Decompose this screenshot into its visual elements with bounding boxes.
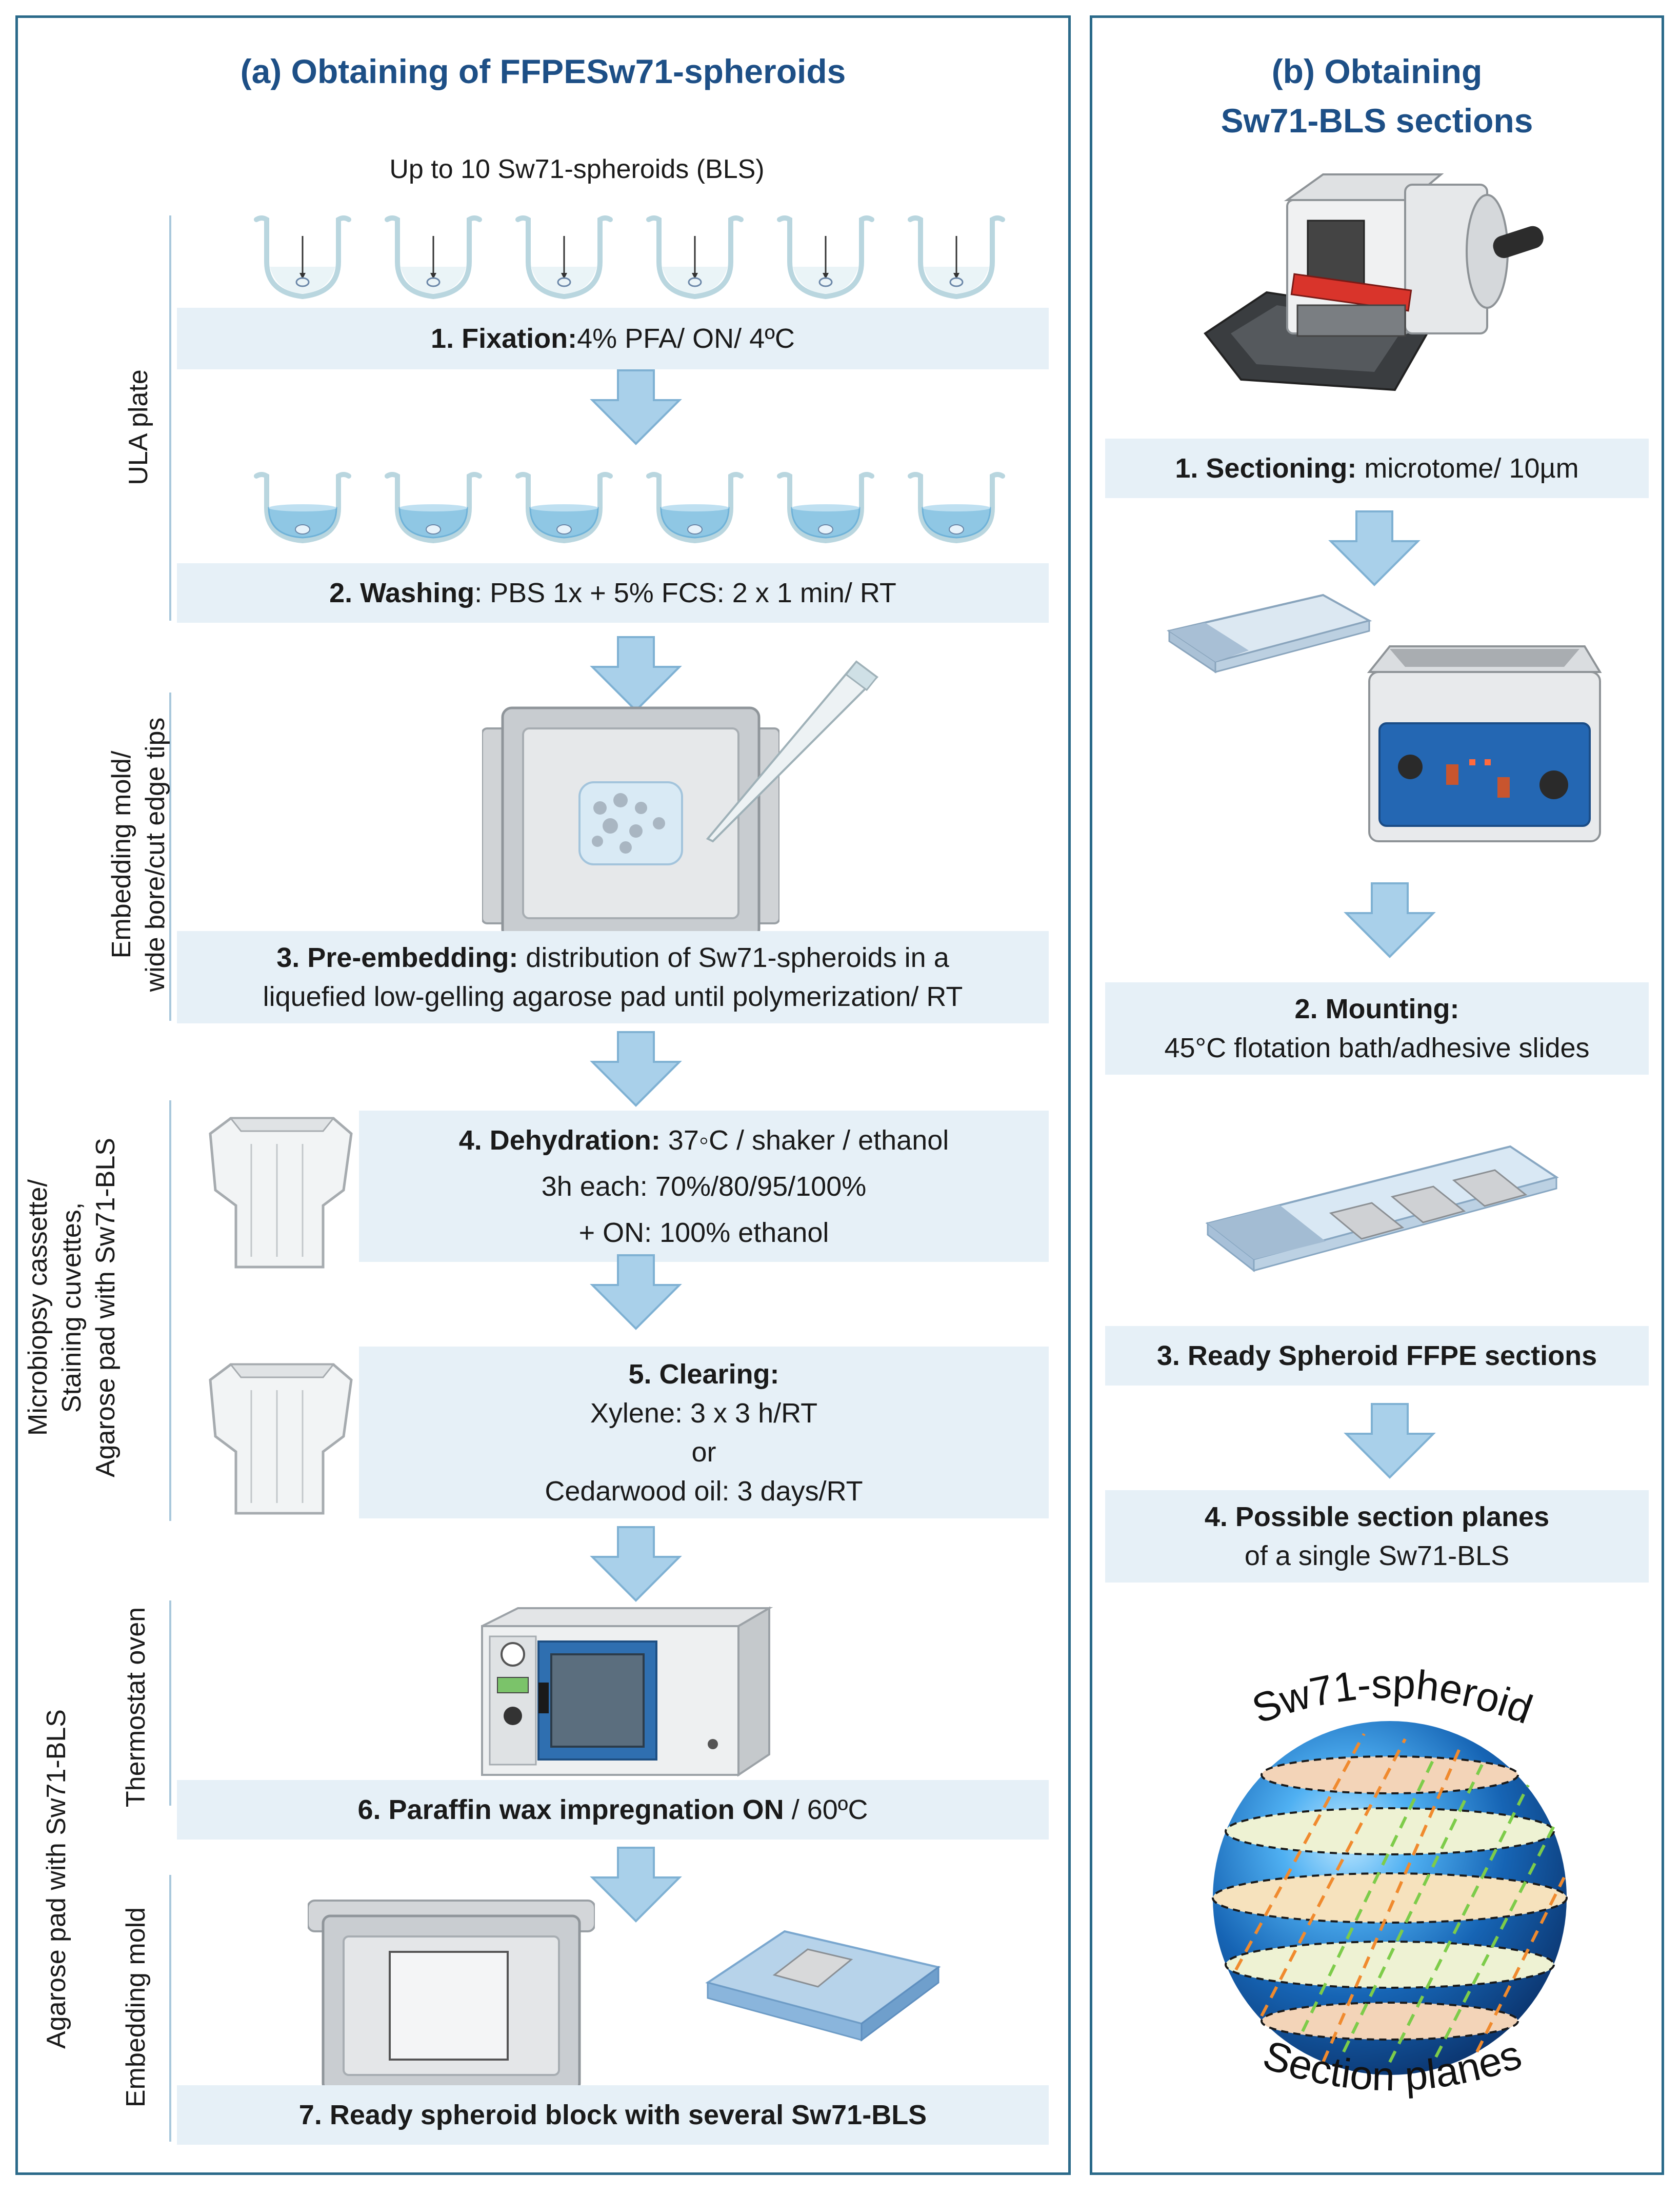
down-arrow-icon [590, 1526, 682, 1602]
down-arrow-icon [1344, 1403, 1436, 1479]
paraffin-block-icon [705, 1930, 941, 2042]
step-a1-fixation: 1. Fixation:4% PFA/ ON/ 4ºC [177, 308, 1049, 369]
step-b4-section-planes: 4. Possible section planes of a single S… [1105, 1490, 1649, 1583]
step-a7-ready-block: 7. Ready spheroid block with several Sw7… [177, 2085, 1049, 2145]
slide-icon [1205, 1145, 1559, 1273]
top-caption: Up to 10 Sw71-spheroids (BLS) [389, 154, 765, 184]
group-line-oven [169, 1600, 171, 1806]
slide-icon [1167, 594, 1372, 674]
down-arrow-icon [1344, 882, 1436, 958]
ula-wells-washing [251, 472, 1021, 549]
side-label-ula: ULA plate [124, 369, 153, 485]
step-a2-washing: 2. Washing: PBS 1x + 5% FCS: 2 x 1 min/ … [177, 563, 1049, 623]
microtome-icon [1204, 173, 1544, 391]
down-arrow-icon [590, 1847, 682, 1923]
ula-wells-fixation [251, 215, 1021, 305]
panel-b-title-line2: Sw71-BLS sections [1221, 102, 1533, 140]
sphere-icon: Sw71-spheroid Section planes [1212, 1661, 1568, 2099]
step-b2-mounting: 2. Mounting: 45°C flotation bath/adhesiv… [1105, 982, 1649, 1075]
side-label-mold: Embedding mold/ wide bore/cut edge tips [107, 717, 170, 992]
side-label-embedding: Embedding mold [121, 1907, 151, 2108]
cuvette-icon [209, 1363, 353, 1515]
side-label-oven: Thermostat oven [121, 1607, 151, 1808]
step-a6-paraffin: 6. Paraffin wax impregnation ON / 60ºC [177, 1780, 1049, 1840]
down-arrow-icon [1328, 510, 1421, 586]
group-line-emb [169, 1875, 171, 2142]
group-line-ula [169, 215, 171, 621]
cuvette-icon [209, 1117, 353, 1269]
group-line-cassette [169, 1100, 171, 1521]
down-arrow-icon [590, 1031, 682, 1107]
pipette-icon [706, 660, 879, 843]
panel-a-title: (a) Obtaining of FFPESw71-spheroids [240, 52, 846, 90]
down-arrow-icon [590, 1254, 682, 1330]
embedding-mold-icon [308, 1900, 595, 2092]
step-a3-pre-embedding: 3. Pre-embedding: distribution of Sw71-s… [177, 931, 1049, 1023]
side-label-cassette: Microbiopsy cassette/ Staining cuvettes,… [23, 1138, 121, 1477]
down-arrow-icon [590, 369, 682, 445]
group-line-mold [169, 693, 171, 1021]
water-bath-icon [1367, 645, 1602, 842]
side-label-agarose: Agarose pad with Sw71-BLS [42, 1709, 71, 2049]
oven-icon [481, 1606, 773, 1777]
panel-b-title-line1: (b) Obtaining [1271, 52, 1483, 90]
step-b1-sectioning: 1. Sectioning: microtome/ 10µm [1105, 439, 1649, 498]
down-arrow-icon [590, 636, 682, 712]
step-b3-ready-sections: 3. Ready Spheroid FFPE sections [1105, 1326, 1649, 1386]
step-a5-clearing: 5. Clearing: Xylene: 3 x 3 h/RT or Cedar… [359, 1347, 1049, 1518]
step-a4-dehydration: 4. Dehydration: 37◦C / shaker / ethanol … [359, 1111, 1049, 1262]
